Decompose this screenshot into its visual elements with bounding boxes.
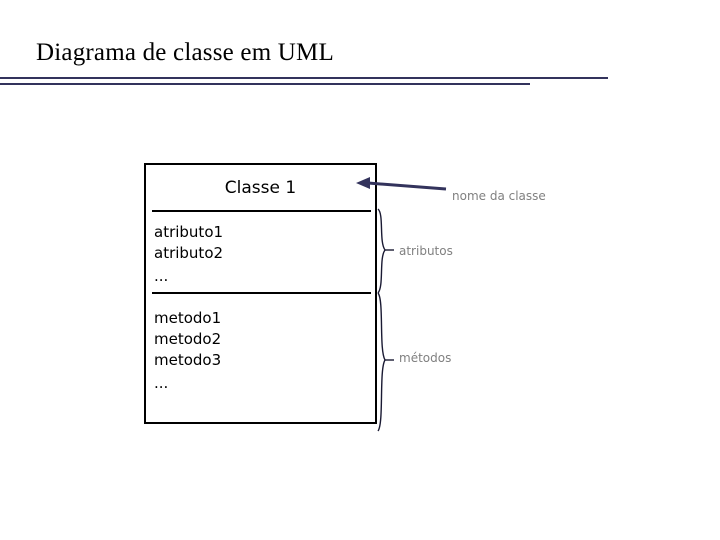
uml-class-box: Classe 1 atributo1 atributo2 ... metodo1… xyxy=(144,163,377,424)
method-item: metodo1 xyxy=(154,309,222,327)
methods-brace-icon xyxy=(377,292,394,432)
annotation-class-name: nome da classe xyxy=(452,189,546,203)
method-item: metodo2 xyxy=(154,330,222,348)
page-title: Diagrama de classe em UML xyxy=(36,39,334,66)
class-name-label: Classe 1 xyxy=(224,177,297,198)
attribute-item: atributo2 xyxy=(154,244,224,262)
attribute-item: atributo1 xyxy=(154,223,224,241)
class-name-arrow-icon xyxy=(356,177,447,191)
methods-compartment: metodo1 metodo2 metodo3 ... xyxy=(146,294,375,422)
method-item: ... xyxy=(154,374,169,392)
method-item: metodo3 xyxy=(154,351,222,369)
title-rule-bottom xyxy=(0,83,530,85)
attributes-brace-icon xyxy=(377,208,394,294)
attribute-item: ... xyxy=(154,267,169,285)
annotation-methods: métodos xyxy=(399,351,452,365)
annotation-attributes: atributos xyxy=(399,244,453,258)
title-rule-top xyxy=(0,77,608,79)
compartment-divider-2 xyxy=(152,292,371,294)
attributes-compartment: atributo1 atributo2 ... xyxy=(146,212,375,292)
compartment-divider-1 xyxy=(152,210,371,212)
class-name-compartment: Classe 1 xyxy=(146,165,375,210)
